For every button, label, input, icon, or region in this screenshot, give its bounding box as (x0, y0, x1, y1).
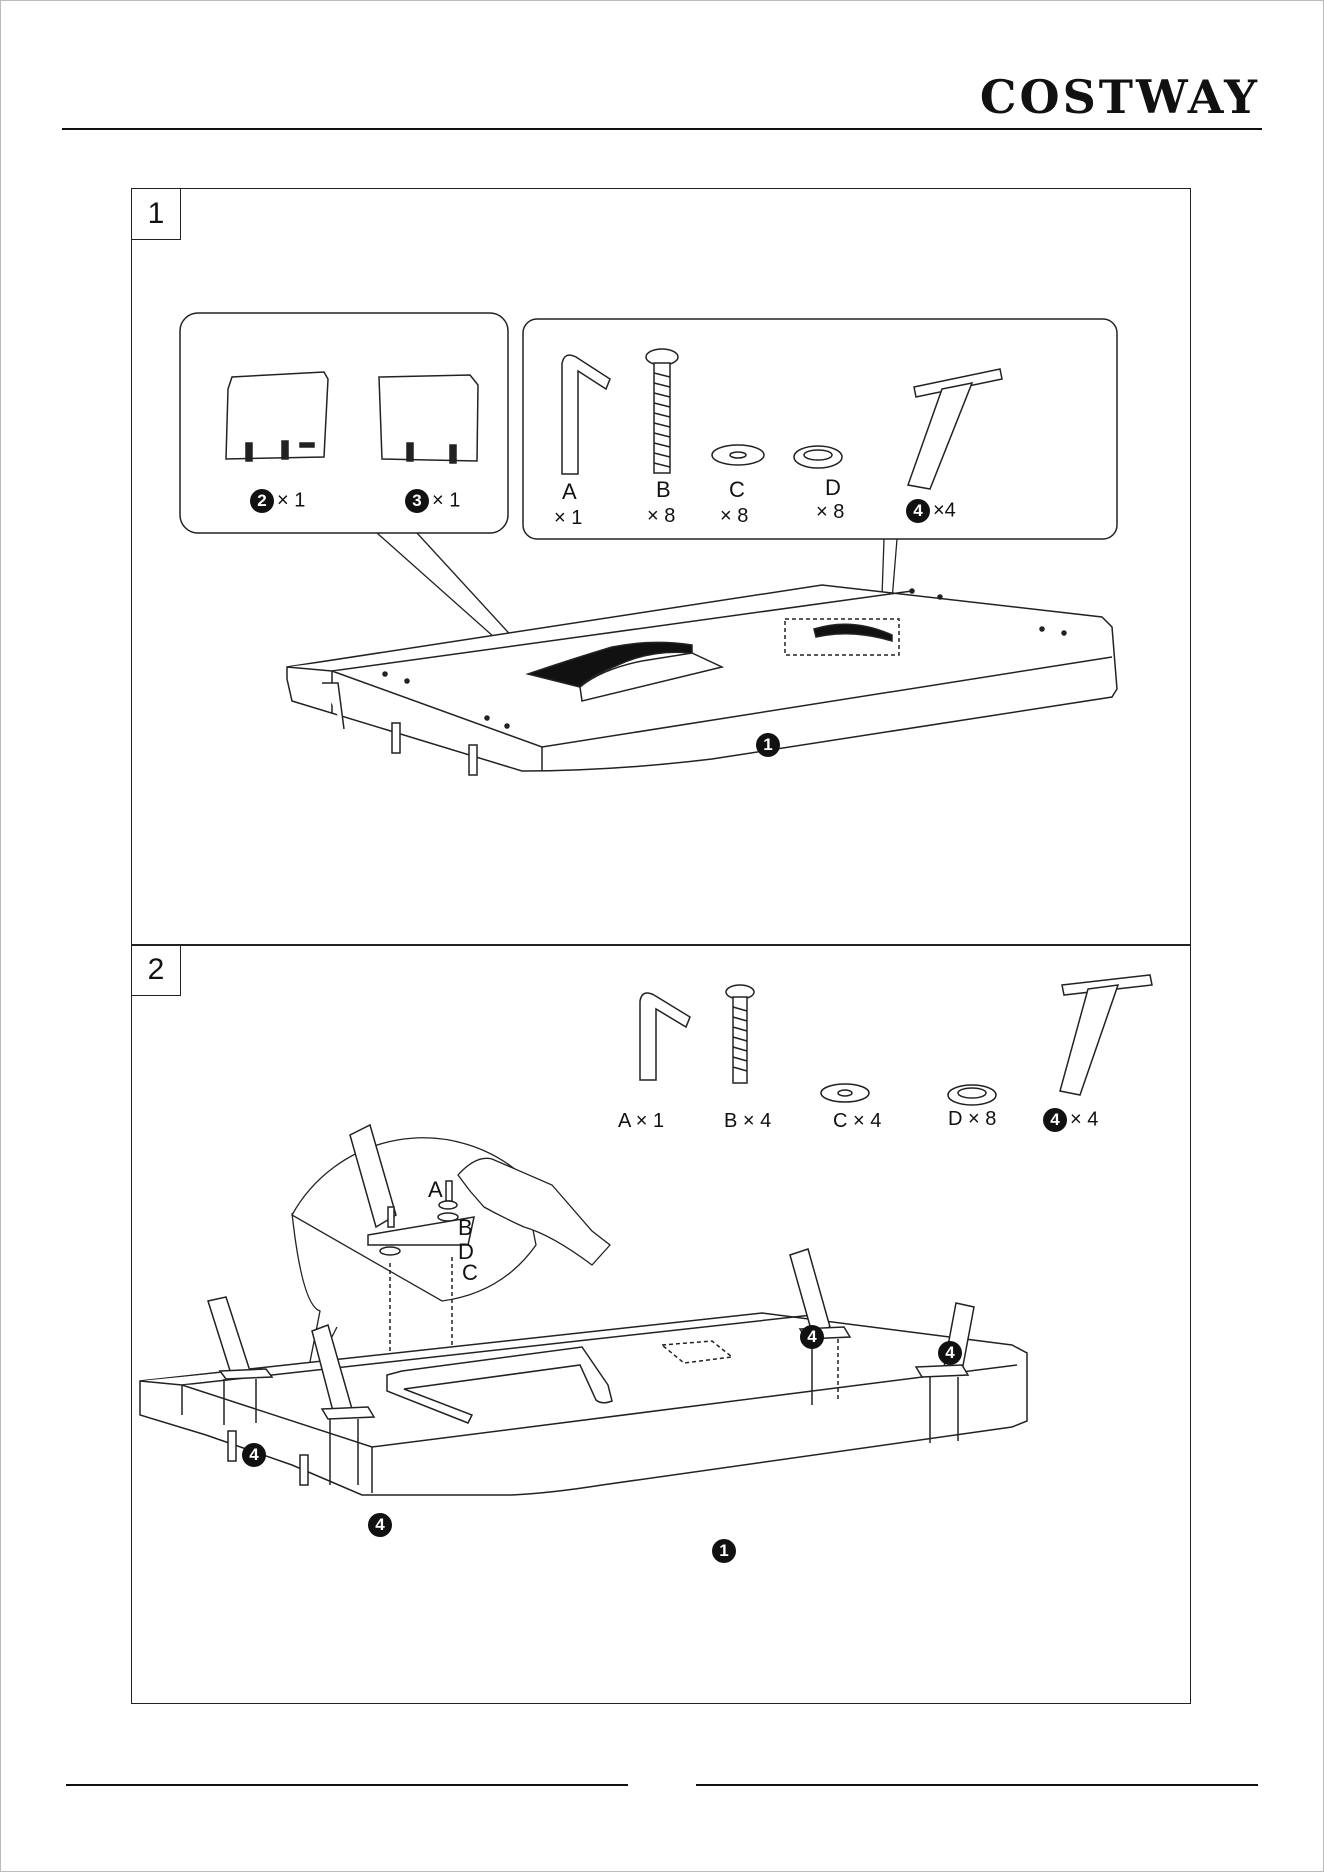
leg-badge-back-right: 4 (938, 1341, 965, 1365)
leg-badge-front-middle: 4 (368, 1513, 395, 1537)
part-2-badge: 2 (250, 489, 274, 513)
bolt-b-drawing (726, 985, 754, 1083)
leg-4-label: 4×4 (906, 499, 956, 523)
hardware-a-label: A × 1 (618, 1110, 664, 1133)
leg-4-badge: 4 (906, 499, 930, 523)
leg-4-drawing (1060, 975, 1152, 1095)
hardware-b-qty: × 8 (647, 505, 675, 528)
leg-4-label: 4× 4 (1043, 1108, 1098, 1132)
leg-4-badge: 4 (1043, 1108, 1067, 1132)
leg-badge-back-middle: 4 (800, 1325, 827, 1349)
part-2-label: 2× 1 (250, 489, 305, 513)
base-unit-1-drawing (140, 1313, 1027, 1495)
side-panel-3-drawing (379, 375, 478, 463)
leg-4-qty: × 4 (1070, 1108, 1098, 1130)
hardware-c-label: C × 4 (833, 1110, 881, 1133)
base-1-label: 1 (712, 1539, 739, 1563)
brand-logo: COSTWAY (980, 70, 1260, 124)
base-1-badge: 1 (756, 733, 780, 757)
allen-key-a-drawing (640, 993, 690, 1080)
hardware-a-qty: × 1 (554, 507, 582, 530)
hardware-b-label: B × 4 (724, 1110, 771, 1133)
step-1-panel: 1 (131, 188, 1191, 946)
part-3-badge: 3 (405, 489, 429, 513)
washer-c-drawing (712, 445, 764, 465)
footer-rule-right (696, 1784, 1258, 1786)
part-2-qty: × 1 (277, 489, 305, 511)
callout-a: A (428, 1177, 443, 1203)
leg-4-qty: ×4 (933, 499, 956, 521)
washer-c-drawing (821, 1084, 869, 1102)
hardware-d-label: D × 8 (948, 1108, 996, 1131)
base-unit-1-drawing (287, 585, 1117, 775)
base-1-label: 1 (756, 733, 783, 757)
footer-rule-left (66, 1784, 628, 1786)
step-1-illustration (132, 189, 1192, 947)
callout-c: C (462, 1260, 478, 1286)
leg-badge-front-left: 4 (242, 1443, 269, 1467)
header-rule (62, 128, 1262, 130)
hardware-a-letter: A (562, 479, 577, 505)
part-3-qty: × 1 (432, 489, 460, 511)
side-panel-2-drawing (226, 372, 328, 461)
hardware-d-letter: D (825, 475, 841, 501)
hardware-c-letter: C (729, 477, 745, 503)
spring-washer-d-drawing (794, 446, 842, 468)
hardware-b-letter: B (656, 477, 671, 503)
part-3-label: 3× 1 (405, 489, 460, 513)
hardware-d-qty: × 8 (816, 501, 844, 524)
step-2-panel: 2 (131, 944, 1191, 1704)
spring-washer-d-drawing (948, 1085, 996, 1105)
step-2-illustration (132, 945, 1192, 1705)
callout-b: B (458, 1215, 473, 1241)
hardware-c-qty: × 8 (720, 505, 748, 528)
